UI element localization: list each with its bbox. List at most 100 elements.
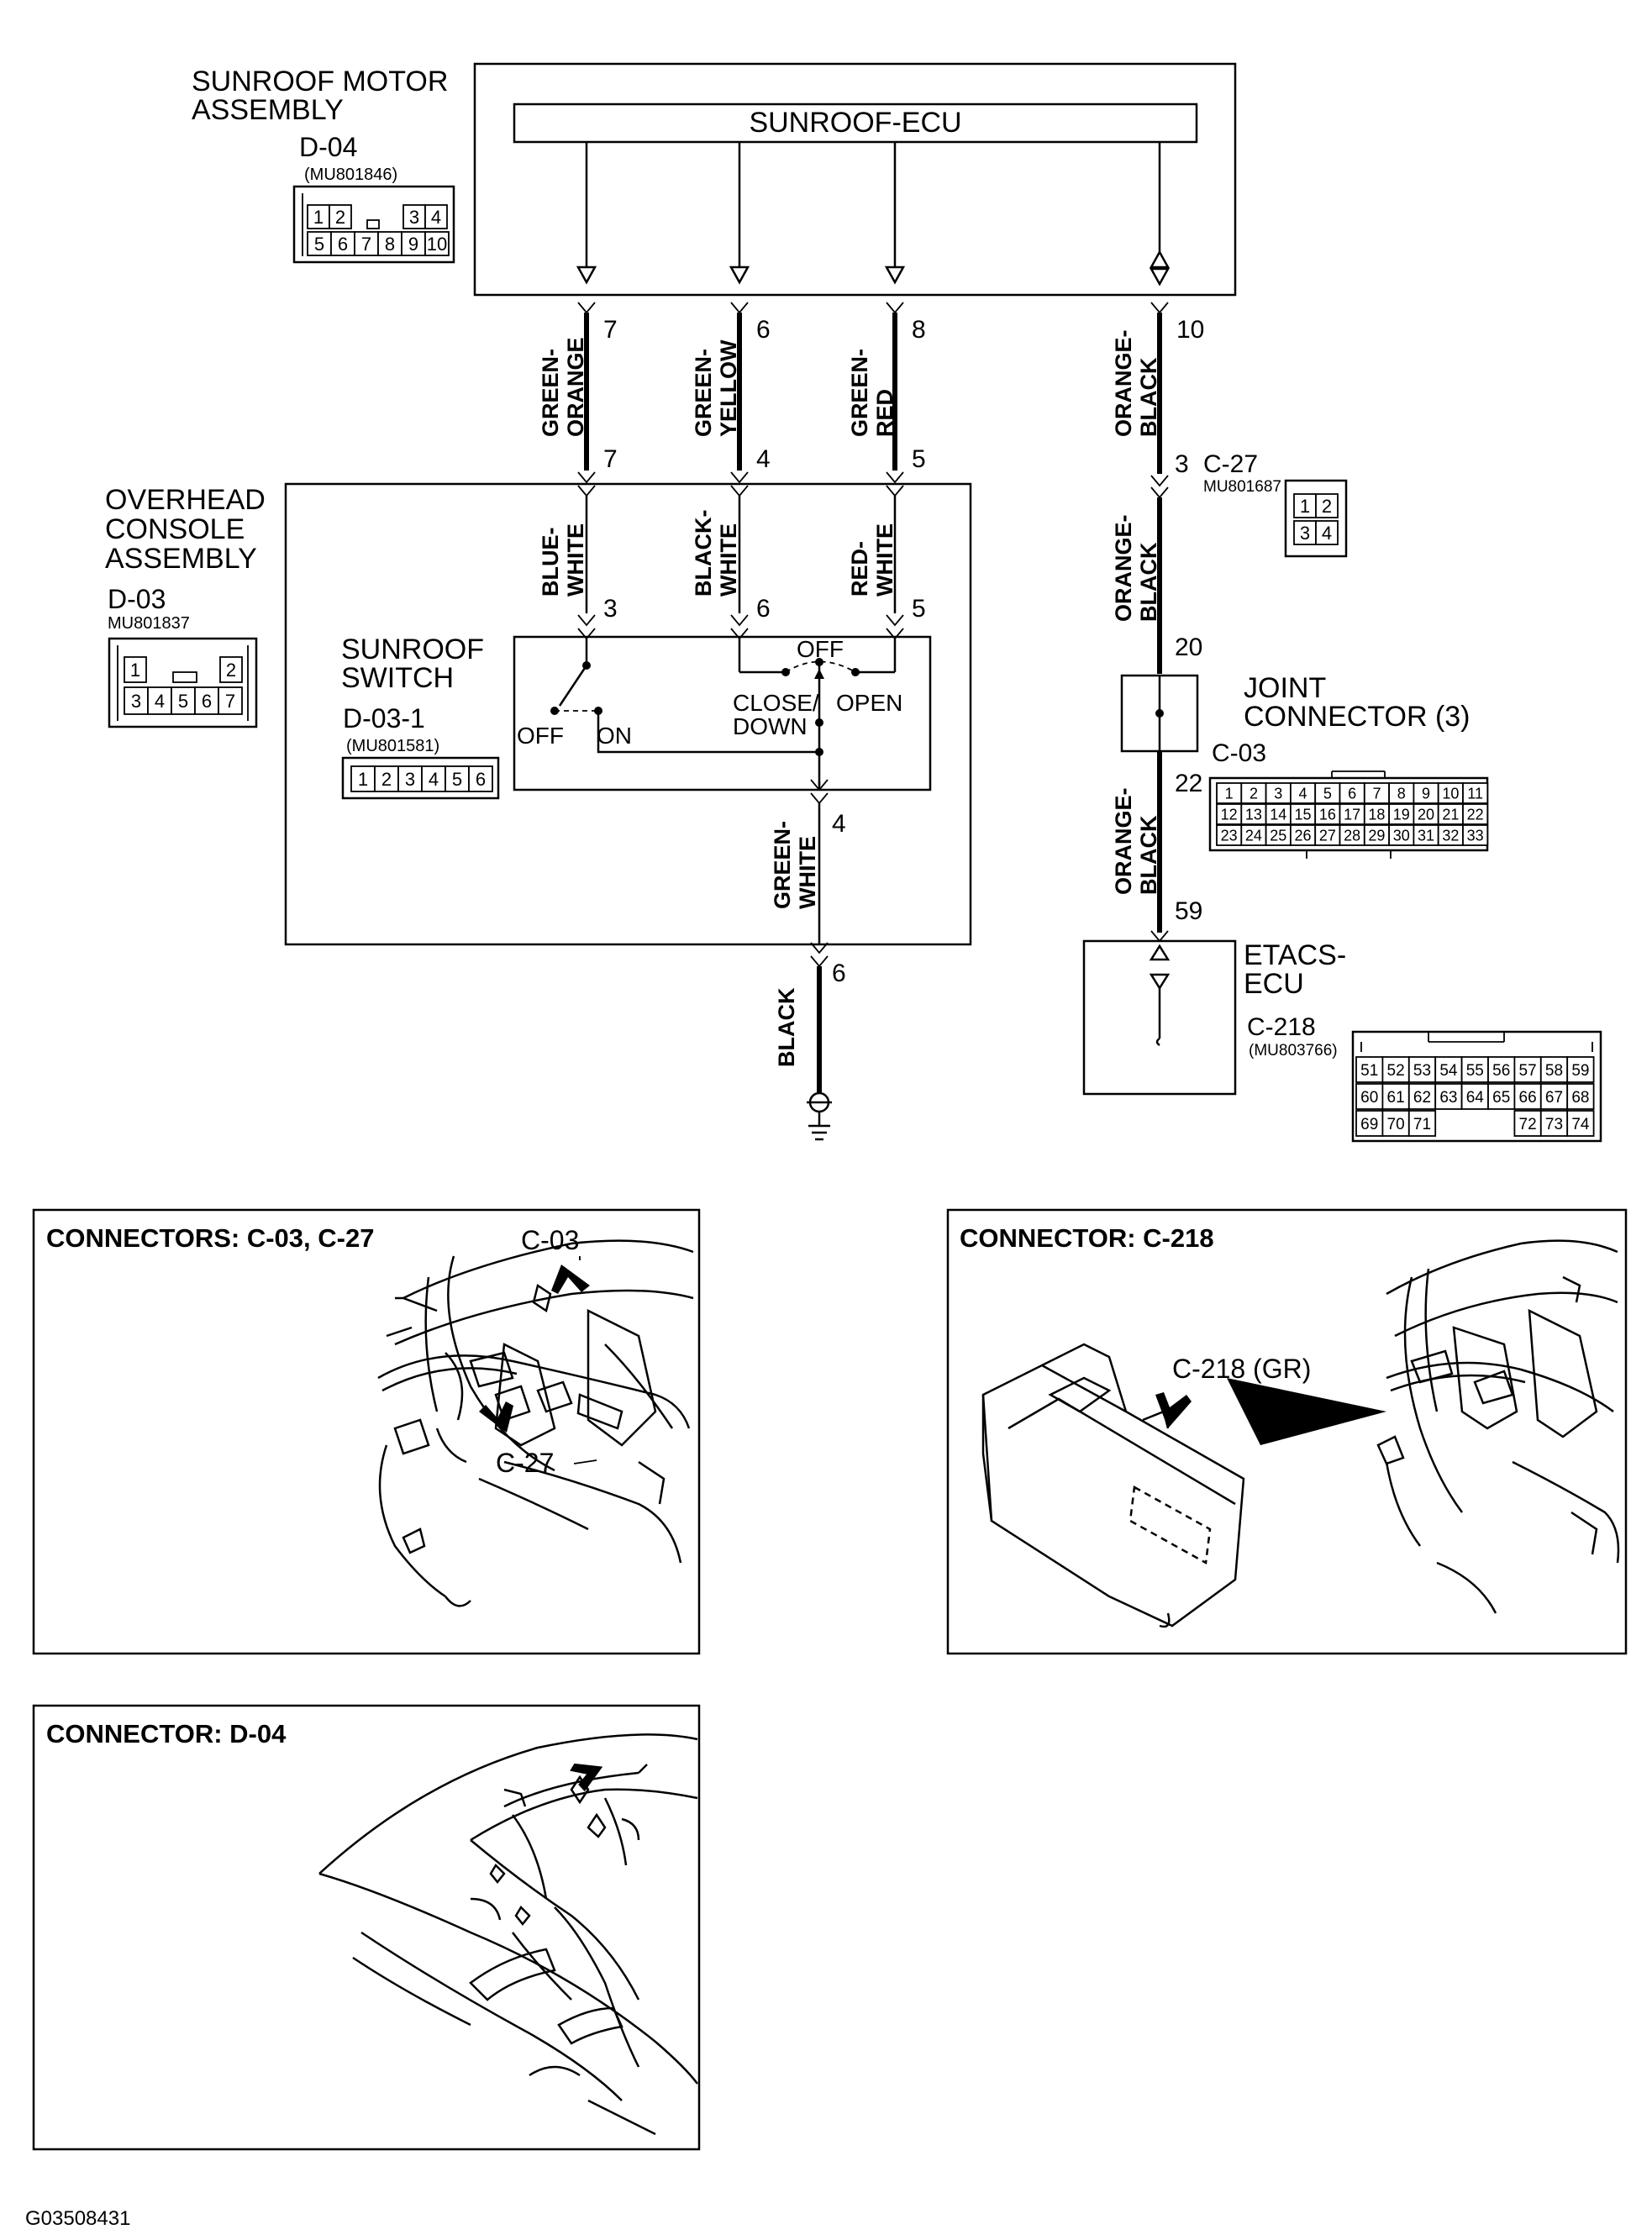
c218-pin-label: 59 bbox=[1571, 1062, 1589, 1080]
c03-pin-label: 26 bbox=[1295, 827, 1312, 844]
c03-pin-label: 20 bbox=[1418, 806, 1434, 823]
c218-part-number: (MU803766) bbox=[1249, 1042, 1338, 1060]
d04-pin-cell bbox=[377, 231, 402, 256]
w1-upper-color-1: GREEN- bbox=[538, 349, 563, 437]
c03-pin-cell bbox=[1363, 803, 1391, 825]
c03-pin-label: 6 bbox=[1348, 785, 1356, 802]
c27-pin-label: 2 bbox=[1322, 496, 1332, 517]
c03-pin-label: 24 bbox=[1245, 827, 1262, 844]
c218-pin-label: 62 bbox=[1413, 1089, 1431, 1107]
c218-pin-label: 57 bbox=[1519, 1062, 1537, 1080]
d04-pin-label: 9 bbox=[408, 234, 418, 255]
etacs-label-2: ECU bbox=[1244, 968, 1304, 1000]
c218-pointer-arrow bbox=[1155, 1392, 1192, 1428]
dashboard-illustration-1 bbox=[377, 1239, 694, 1607]
sunroof-switch-box bbox=[513, 635, 932, 791]
d031-pin-label: 3 bbox=[405, 769, 415, 790]
c03-pin-cell bbox=[1314, 782, 1341, 804]
panel-d04 bbox=[32, 1704, 701, 2151]
c03-pin-label: 29 bbox=[1368, 827, 1385, 844]
c218-pin-cell bbox=[1566, 1110, 1595, 1137]
c03-pin-label: 28 bbox=[1344, 827, 1360, 844]
c218-pin-label: 54 bbox=[1439, 1062, 1458, 1080]
d03-pin-label: 2 bbox=[226, 660, 236, 681]
w4-pin-joint-out: 22 bbox=[1175, 770, 1202, 797]
panel-c03-c27 bbox=[32, 1208, 701, 1655]
etacs-label-1: ETACS- bbox=[1244, 939, 1346, 971]
c218-pin-label: 55 bbox=[1466, 1062, 1484, 1080]
w1-upper-color-2: ORANGE bbox=[563, 337, 588, 437]
d04-pin-label: 10 bbox=[427, 234, 447, 255]
d031-pin-label: 2 bbox=[381, 769, 392, 790]
d031-pin-label: 6 bbox=[476, 769, 486, 790]
c03-pin-label: 23 bbox=[1221, 827, 1238, 844]
c03-pin-label: 14 bbox=[1270, 806, 1286, 823]
c27-part-number: MU801687 bbox=[1203, 478, 1281, 496]
c03-pin-label: 9 bbox=[1422, 785, 1430, 802]
c03-pin-label: 1 bbox=[1225, 785, 1234, 802]
w4-color-upper-2: BLACK bbox=[1136, 357, 1161, 437]
c218-pin-label: 64 bbox=[1466, 1089, 1485, 1107]
w4-color-lower-1: ORANGE- bbox=[1111, 788, 1136, 896]
c03-pin-label: 8 bbox=[1397, 785, 1406, 802]
c27-pin-label: 4 bbox=[1322, 523, 1332, 544]
w2-lower-color-2: WHITE bbox=[716, 523, 741, 597]
c218-pin-cell bbox=[1355, 1110, 1384, 1137]
c03-pin-label: 19 bbox=[1393, 806, 1410, 823]
w2-pin-console: 4 bbox=[756, 445, 771, 473]
etacs-ecu-box bbox=[1082, 939, 1237, 1096]
c03-pin-label: 27 bbox=[1319, 827, 1336, 844]
c218-pin-cell bbox=[1355, 1083, 1384, 1110]
c03-pin-cell bbox=[1462, 782, 1489, 804]
d03-pin-label: 7 bbox=[225, 691, 235, 712]
c03-pin-label: 2 bbox=[1250, 785, 1258, 802]
c03-pin-label: 18 bbox=[1368, 806, 1385, 823]
ground-wire bbox=[807, 779, 832, 1141]
wire-2 bbox=[730, 302, 749, 640]
roof-illustration bbox=[318, 1733, 698, 2136]
c218-zoom-wedge bbox=[1227, 1378, 1386, 1445]
d031-pin-label: 5 bbox=[452, 769, 462, 790]
sunroof-ecu-label: SUNROOF-ECU bbox=[749, 107, 961, 139]
d03-pin-cell bbox=[219, 656, 243, 683]
w4-pin-ecu: 10 bbox=[1176, 316, 1204, 344]
c03-pin-label: 32 bbox=[1442, 827, 1459, 844]
etacs-input bbox=[1149, 944, 1171, 1047]
d04-pointer-arrow bbox=[570, 1763, 603, 1792]
c218-pin-label: 68 bbox=[1571, 1089, 1589, 1107]
d04-connector-label: D-04 bbox=[299, 132, 357, 162]
d031-connector-label: D-03-1 bbox=[343, 703, 425, 734]
c03-pin-cell bbox=[1388, 782, 1415, 804]
overhead-console-box bbox=[284, 482, 972, 946]
c03-pin-label: 7 bbox=[1372, 785, 1381, 802]
d04-pin-label: 4 bbox=[431, 207, 441, 228]
panel1-label-c27: C-27 bbox=[496, 1448, 554, 1478]
c03-pin-label: 12 bbox=[1221, 806, 1238, 823]
c03-pin-cell bbox=[1216, 824, 1243, 846]
panel1-label-c03: C-03 bbox=[521, 1225, 579, 1255]
d04-pin-label: 6 bbox=[338, 234, 348, 255]
c03-pin-label: 21 bbox=[1442, 806, 1459, 823]
d031-part-number: (MU801581) bbox=[346, 737, 439, 755]
c218-pin-label: 67 bbox=[1545, 1089, 1563, 1107]
d04-pin-cell bbox=[329, 204, 352, 229]
c218-pin-label: 52 bbox=[1387, 1062, 1405, 1080]
w4-pin-joint-in: 20 bbox=[1175, 634, 1202, 661]
ground-pin-console: 6 bbox=[832, 960, 846, 987]
d03-pin-label: 6 bbox=[202, 691, 212, 712]
c27-connector-label: C-27 bbox=[1203, 450, 1258, 478]
d04-pin-label: 8 bbox=[385, 234, 395, 255]
c27-pin-cell bbox=[1315, 520, 1339, 545]
d04-pin-cell bbox=[330, 231, 355, 256]
w1-lower-color-1: BLUE- bbox=[538, 528, 563, 597]
c218-connector-label: C-218 bbox=[1247, 1013, 1316, 1041]
d03-pin-label: 3 bbox=[131, 691, 141, 712]
panel-c218 bbox=[946, 1208, 1628, 1655]
d03-pin-label: 1 bbox=[130, 660, 140, 681]
motor-assembly-box bbox=[473, 62, 1237, 297]
c03-pin-label: 3 bbox=[1274, 785, 1282, 802]
c218-pin-label: 72 bbox=[1519, 1116, 1537, 1133]
